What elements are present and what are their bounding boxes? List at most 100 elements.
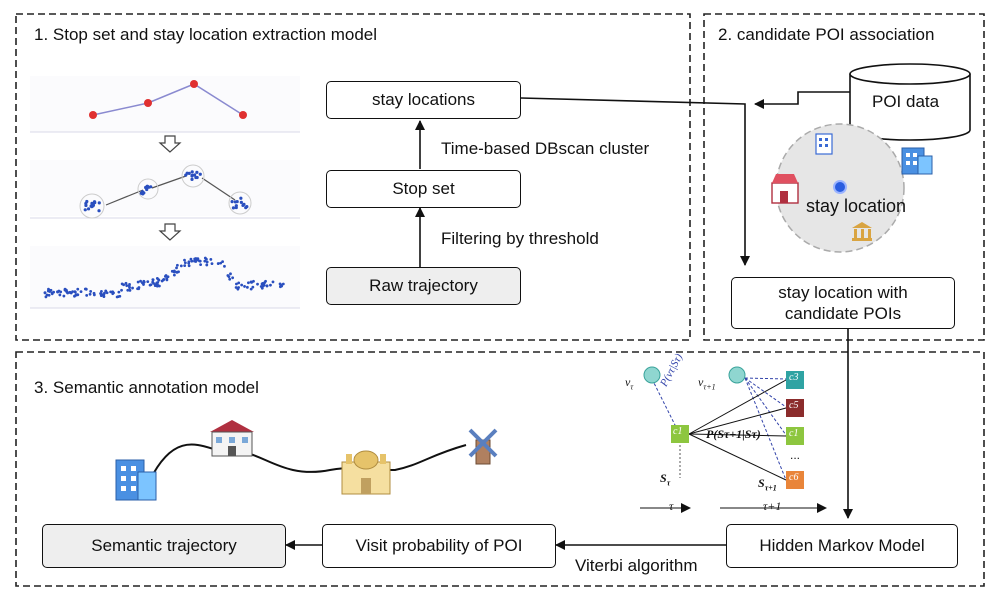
stop-point	[234, 205, 238, 210]
candidates-line-1: stay location with	[778, 282, 908, 302]
semantic-path	[149, 443, 467, 481]
stay-location-candidates-box[interactable]: stay location with candidate POIs	[731, 277, 955, 329]
raw-point	[203, 259, 207, 263]
hmm-dots-label: ...	[790, 448, 801, 462]
raw-point	[156, 283, 160, 287]
section-annotation-frame	[15, 351, 985, 587]
raw-point	[139, 279, 142, 283]
raw-point	[124, 281, 128, 285]
hmm-s-t-label: Sτ	[660, 471, 671, 488]
section-title-association: 2. candidate POI association	[718, 25, 935, 44]
raw-point	[105, 291, 109, 295]
arrow-poi-data-to-candidates	[754, 91, 850, 109]
stop-point	[241, 203, 245, 207]
viterbi-label: Viterbi algorithm	[575, 556, 698, 575]
stay-point	[190, 80, 198, 88]
raw-point	[75, 293, 79, 297]
raw-point	[243, 285, 246, 288]
bank-icon	[852, 222, 872, 241]
raw-point	[76, 287, 80, 291]
raw-point	[57, 289, 61, 293]
raw-point	[153, 284, 157, 288]
stop-point	[83, 208, 87, 212]
raw-point	[237, 281, 241, 285]
visit-probability-box[interactable]: Visit probability of POI	[322, 524, 556, 568]
raw-point	[269, 283, 272, 287]
stop-point	[231, 206, 236, 210]
raw-point	[79, 290, 83, 294]
raw-point	[156, 281, 160, 284]
raw-point	[163, 275, 167, 278]
hmm-axis-t1-label: τ+1	[763, 499, 782, 513]
stop-point	[86, 207, 91, 211]
stay-location-circle-label: stay location	[806, 196, 907, 216]
raw-point	[85, 293, 89, 297]
raw-point	[99, 292, 102, 295]
hmm-state-c3	[786, 371, 804, 389]
raw-point	[261, 281, 265, 285]
hmm-observation-t1	[728, 366, 746, 384]
raw-point	[172, 273, 176, 277]
raw-point	[62, 294, 66, 298]
raw-point	[175, 266, 178, 270]
stop-set-box[interactable]: Stop set	[326, 170, 521, 208]
raw-point	[92, 293, 96, 297]
stop-point	[90, 201, 94, 205]
hmm-c1-label: c1	[789, 428, 799, 439]
stay-locations-box[interactable]: stay locations	[326, 81, 521, 119]
raw-point	[229, 272, 232, 276]
section-title-annotation: 3. Semantic annotation model	[34, 378, 259, 397]
raw-point	[216, 262, 220, 265]
stop-point	[230, 199, 234, 204]
raw-point	[196, 258, 199, 262]
raw-point	[231, 276, 235, 280]
raw-point	[44, 295, 48, 299]
raw-point	[117, 290, 121, 294]
raw-point	[221, 260, 224, 264]
raw-point	[187, 264, 191, 268]
hmm-state-c1b	[786, 427, 804, 445]
semantic-trajectory-box[interactable]: Semantic trajectory	[42, 524, 286, 568]
raw-point	[165, 277, 169, 281]
raw-point	[84, 287, 88, 291]
windmill-icon	[468, 428, 498, 465]
stop-panel	[30, 160, 300, 216]
raw-point	[100, 289, 103, 293]
raw-point	[261, 284, 265, 288]
hmm-transition-label: P(Sτ+1|Sτ)	[706, 427, 761, 441]
poi-data-cylinder	[849, 63, 971, 141]
stop-point	[195, 170, 199, 174]
raw-point	[271, 280, 275, 284]
hmm-box[interactable]: Hidden Markov Model	[726, 524, 958, 568]
raw-point	[219, 261, 223, 265]
stay-path	[92, 83, 244, 116]
hmm-observation-t	[643, 366, 661, 384]
raw-point	[193, 257, 197, 261]
raw-point	[175, 263, 179, 267]
raw-trajectory-box[interactable]: Raw trajectory	[326, 267, 521, 305]
raw-point	[280, 284, 284, 288]
raw-point	[252, 279, 255, 283]
hmm-c3-label: c3	[789, 372, 799, 383]
raw-point	[50, 291, 54, 295]
clustering-label: Time-based DBscan cluster	[441, 139, 650, 158]
raw-point	[249, 287, 253, 291]
raw-point	[245, 285, 249, 289]
raw-point	[237, 286, 240, 289]
school-building-icon	[210, 420, 254, 457]
raw-point	[183, 258, 186, 262]
poi-data-label: POI data	[872, 92, 940, 111]
raw-point	[89, 290, 93, 293]
section-title-extraction: 1. Stop set and stay location extraction…	[34, 25, 378, 44]
raw-point	[228, 277, 232, 281]
stop-point	[139, 191, 143, 195]
raw-point	[223, 264, 226, 268]
stay-point	[89, 111, 97, 119]
stop-point	[184, 173, 188, 177]
raw-point	[115, 295, 119, 299]
hmm-v-t1-label: vτ+1	[698, 375, 716, 392]
candidate-poi-circle	[771, 123, 905, 253]
stop-point	[194, 175, 198, 180]
raw-point	[205, 260, 209, 264]
